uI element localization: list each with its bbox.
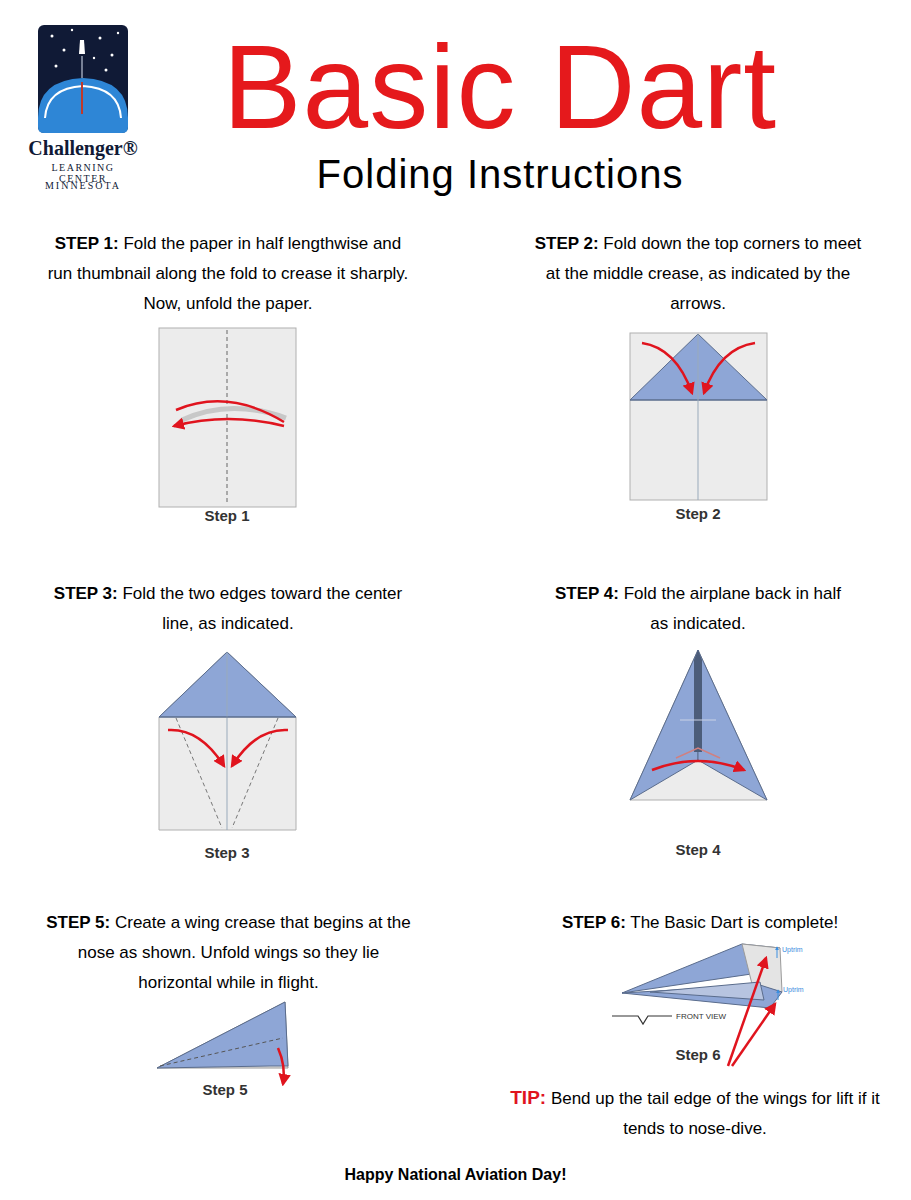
step-text: STEP 5: Create a wing crease that begins… [46, 908, 411, 998]
step-heading: STEP 5: [46, 913, 110, 932]
step4-figure [630, 650, 767, 800]
label-text: Step 6 [648, 1046, 748, 1063]
label-text: FRONT VIEW [676, 1012, 726, 1021]
step-text: STEP 4: Fold the airplane back in half a… [548, 579, 848, 639]
step-heading: STEP 4: [555, 584, 619, 603]
page-title: Basic Dart [150, 28, 850, 146]
label-text: Step 3 [177, 844, 277, 861]
step-text: STEP 6: The Basic Dart is complete! [530, 908, 870, 938]
step5-figure [157, 1002, 288, 1084]
step2-figure [630, 333, 767, 500]
step-body: Bend up the tail edge of the wings for l… [551, 1089, 880, 1138]
label-text: Step 1 [177, 507, 277, 524]
step-heading: TIP: [510, 1087, 546, 1108]
label-text: Uptrim [782, 946, 803, 953]
label-text: Step 5 [175, 1081, 275, 1098]
step-text: TIP: Bend up the tail edge of the wings … [500, 1083, 890, 1144]
step-body: The Basic Dart is complete! [630, 913, 838, 932]
step-body: Fold the two edges toward the center lin… [122, 584, 402, 633]
step6-figure [612, 944, 782, 1066]
logo [38, 25, 128, 133]
label-text: Step 2 [648, 505, 748, 522]
label-text: Happy National Aviation Day! [200, 1166, 711, 1184]
step-heading: STEP 6: [562, 913, 626, 932]
step-heading: STEP 1: [55, 234, 119, 253]
step3-figure [159, 652, 296, 830]
step-body: Fold the airplane back in half as indica… [624, 584, 841, 633]
label-text: Folding Instructions [150, 152, 850, 197]
label-text: Challenger® [28, 137, 138, 159]
label-text: Step 4 [648, 841, 748, 858]
step1-figure [159, 328, 296, 507]
label-text: Uptrim [783, 986, 804, 993]
step-text: STEP 3: Fold the two edges toward the ce… [53, 579, 403, 639]
label-text: MINNESOTA [28, 180, 138, 191]
step-text: STEP 1: Fold the paper in half lengthwis… [42, 229, 414, 319]
step-heading: STEP 3: [54, 584, 118, 603]
step-body: Create a wing crease that begins at the … [78, 913, 411, 992]
step-text: STEP 2: Fold down the top corners to mee… [533, 229, 863, 319]
step-heading: STEP 2: [535, 234, 599, 253]
